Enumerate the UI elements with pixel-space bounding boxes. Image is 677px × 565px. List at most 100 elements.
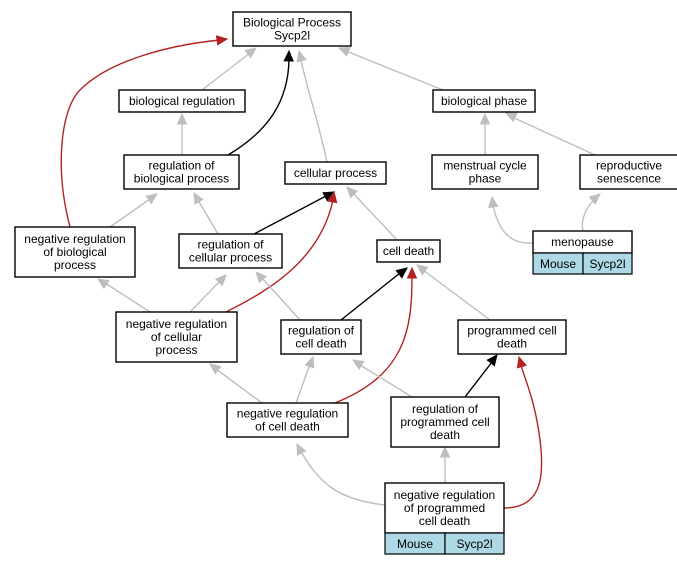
node-box: [232, 11, 352, 47]
edge-menstrual_cycle_phase-to-biological_phase: [479, 112, 491, 155]
arrowhead-icon: [304, 355, 315, 369]
node-label: biological process: [134, 172, 229, 186]
node-box: [376, 239, 441, 263]
node-label: negative regulation: [24, 232, 125, 246]
node-cell-death[interactable]: cell death: [376, 239, 441, 263]
node-label: programmed cell: [400, 415, 489, 429]
node-cellular-process[interactable]: cellular process: [284, 161, 387, 185]
node-label: of programmed: [404, 501, 485, 515]
edge-line: [299, 449, 386, 506]
edges-layer: [60, 35, 601, 509]
node-label: regulation of: [288, 324, 355, 338]
node-label: cellular process: [294, 166, 377, 180]
node-label: programmed cell: [467, 324, 556, 338]
edge-negative_regulation_of_programmed_cell_death-to-regulation_of_programmed_cell_death: [439, 445, 451, 483]
arrowhead-icon: [193, 191, 204, 205]
node-box: [14, 226, 136, 278]
node-label: death: [497, 337, 527, 351]
node-biological-regulation[interactable]: biological regulation: [118, 89, 246, 113]
node-label: biological regulation: [129, 94, 235, 108]
edge-line: [201, 52, 251, 91]
node-box: [115, 311, 238, 363]
edge-line: [422, 269, 491, 321]
annotation-cell-box: [582, 252, 633, 275]
annotation-gene-cell[interactable]: Sycp2l: [444, 532, 505, 555]
edge-line: [253, 195, 327, 235]
edge-line: [109, 198, 151, 228]
edge-negative_regulation_of_cellular_process-to-cellular_process: [225, 190, 338, 313]
node-label: Biological Process: [243, 16, 341, 30]
node-box: [118, 89, 246, 113]
node-label: negative regulation: [394, 488, 495, 502]
node-label: of biological: [43, 245, 106, 259]
arrowhead-icon: [416, 264, 429, 276]
annotation-species-cell[interactable]: Mouse: [384, 532, 446, 555]
edge-line: [464, 361, 493, 398]
arrowhead-icon: [337, 47, 351, 57]
node-label: senescence: [597, 172, 661, 186]
node-box: [579, 154, 677, 190]
node-label: cell death: [419, 514, 470, 528]
edge-regulation_of_biological_process-to-root: [227, 49, 294, 156]
edge-cellular_process-to-root: [296, 49, 328, 163]
arrowhead-icon: [96, 278, 110, 290]
edge-regulation_of_biological_process-to-biological_regulation: [176, 112, 188, 155]
edge-line: [503, 364, 543, 509]
arrowhead-icon: [395, 267, 408, 279]
node-label: death: [430, 428, 460, 442]
node-biological-phase[interactable]: biological phase: [432, 89, 536, 113]
arrowhead-icon: [588, 193, 601, 205]
node-label: process: [155, 343, 197, 357]
annotation-gene-cell[interactable]: Sycp2l: [582, 252, 633, 275]
arrowhead-icon: [209, 363, 222, 375]
edge-negative_regulation_of_programmed_cell_death-to-negative_regulation_of_cell_death: [296, 442, 386, 506]
arrowhead-icon: [283, 49, 294, 62]
edge-negative_regulation_of_cellular_process-to-regulation_of_cellular_process: [189, 274, 227, 313]
annotation-label: Mouse: [397, 537, 433, 551]
arrowhead-icon: [479, 112, 491, 125]
node-label: regulation of: [148, 159, 215, 173]
edge-negative_regulation_of_cell_death-to-cell_death: [334, 266, 418, 404]
annotation-species-cell[interactable]: Mouse: [532, 252, 584, 275]
edge-line: [359, 364, 413, 398]
node-label: cellular process: [189, 251, 272, 265]
node-label: biological phase: [441, 94, 527, 108]
edge-regulation_of_programmed_cell_death-to-regulation_of_cell_death: [351, 359, 413, 398]
edge-menopause-to-menstrual_cycle_phase: [488, 195, 534, 244]
edge-line: [295, 363, 311, 404]
node-label: Sycp2l: [274, 29, 310, 43]
edge-biological_regulation-to-root: [201, 47, 257, 91]
edge-menopause-to-reproductive_senescence: [581, 193, 601, 232]
edge-line: [352, 192, 398, 241]
arrowhead-icon: [486, 354, 498, 367]
arrowhead-icon: [504, 112, 518, 123]
node-box: [384, 482, 505, 534]
node-box: [123, 154, 240, 190]
edge-line: [345, 50, 444, 91]
edge-negative_regulation_of_cellular_process-to-negative_regulation_of_biological_process: [96, 278, 151, 313]
node-box: [390, 396, 500, 448]
edge-regulation_of_cell_death-to-cell_death: [340, 267, 408, 321]
node-label: of cell death: [255, 420, 320, 434]
annotation-label: Sycp2l: [456, 537, 492, 551]
node-label: negative regulation: [126, 317, 227, 331]
arrowhead-icon: [215, 35, 229, 46]
node-box: [457, 319, 567, 355]
annotation-label: Mouse: [540, 257, 576, 271]
arrowhead-icon: [516, 355, 527, 369]
edge-negative_regulation_of_programmed_cell_death-to-programmed_cell_death: [503, 355, 543, 509]
